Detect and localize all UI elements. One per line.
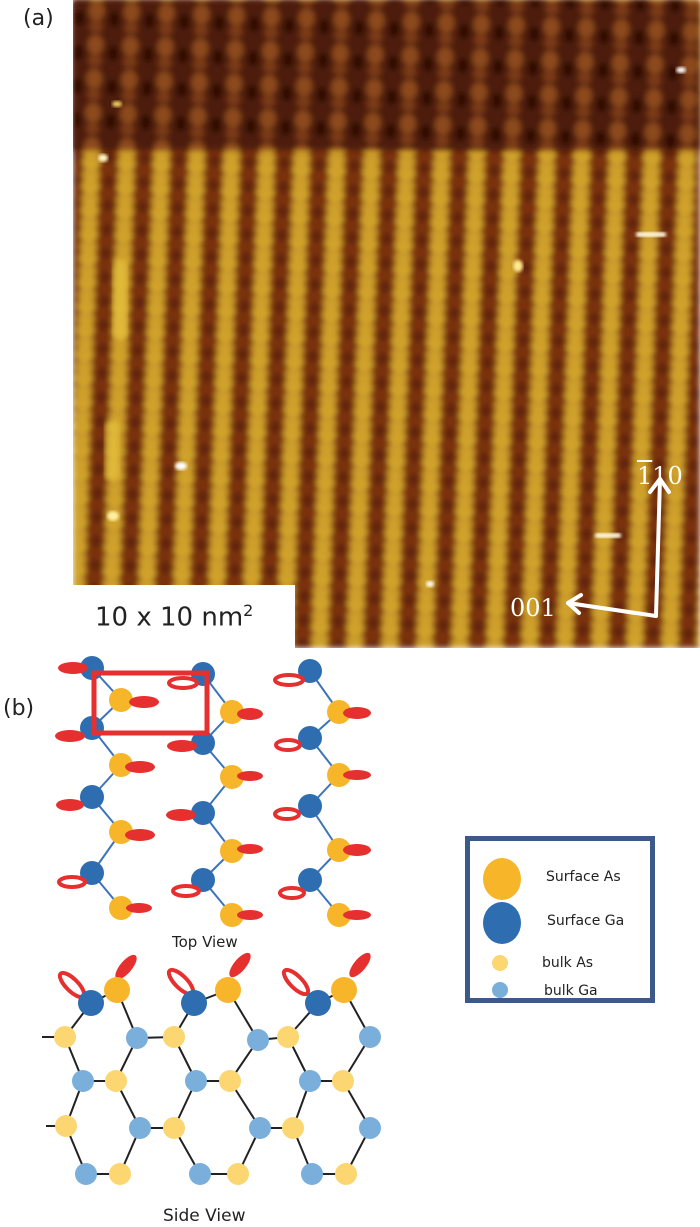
stm-image: [73, 0, 700, 648]
side-view-atoms: [54, 977, 381, 1185]
direction-label-001: 001: [510, 594, 556, 622]
bulk-ga-swatch: [492, 982, 508, 998]
scale-label: 10 x 10 nm2: [95, 601, 253, 633]
unit-cell-rectangle: [91, 670, 210, 736]
scale-text: 10 x 10 nm: [95, 602, 244, 633]
top-view-caption: Top View: [172, 933, 238, 951]
panel-b-label: (b): [3, 696, 35, 721]
surface-as-swatch: [483, 858, 521, 900]
dangling-bonds-top: [55, 662, 371, 920]
panel-a-label: (a): [23, 6, 54, 31]
surface-ga-swatch: [483, 902, 521, 944]
bulk-as-swatch: [492, 955, 508, 971]
legend-box: Surface As Surface Ga bulk As bulk Ga: [465, 836, 655, 1003]
atomic-model-diagram: [42, 656, 381, 1185]
side-view-caption: Side View: [163, 1206, 246, 1226]
legend-label-bulk-ga: bulk Ga: [544, 983, 598, 999]
legend-label-surface-ga: Surface Ga: [547, 913, 625, 929]
legend-label-surface-as: Surface As: [546, 869, 621, 885]
direction-label-110bar: 110: [637, 462, 683, 490]
dangling-bonds-top-hollow: [57, 673, 306, 900]
direction-digits: 10: [652, 462, 683, 490]
direction-arrows: [566, 477, 671, 618]
legend-label-bulk-as: bulk As: [542, 955, 594, 971]
overbar-digit: 1: [637, 462, 653, 490]
top-view-atoms: [80, 656, 351, 927]
scale-label-background: [73, 585, 295, 648]
scale-superscript: 2: [243, 601, 254, 620]
